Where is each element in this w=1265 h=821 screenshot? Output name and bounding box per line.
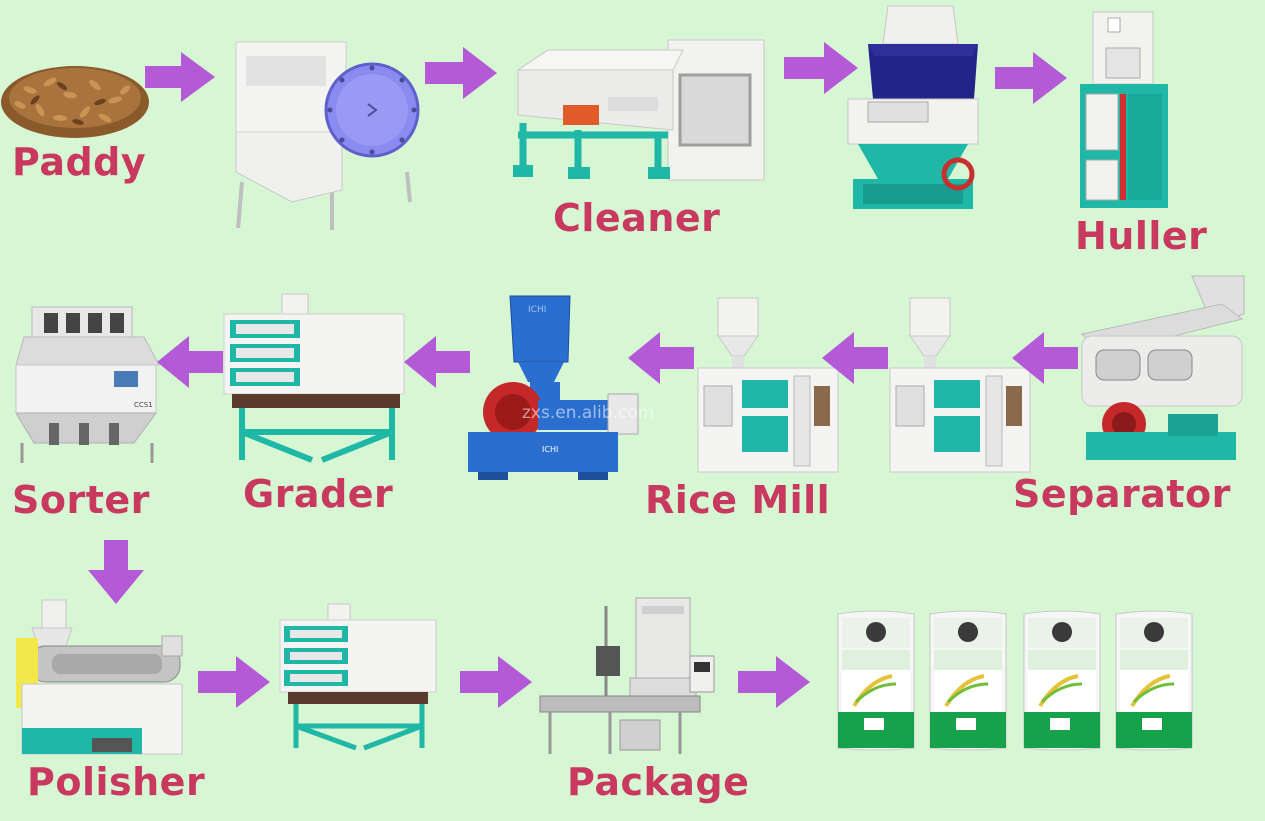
rice-bag-1 [834,610,918,752]
grader-machine [222,292,408,464]
label-huller: Huller [1075,214,1208,258]
label-sorter: Sorter [12,478,150,522]
length-grader-machine [278,602,438,752]
destoner-machine [838,4,988,214]
label-grader: Grader [243,472,394,516]
arrow-right-13 [738,656,810,708]
polisher-machine [12,598,192,758]
label-separator: Separator [1013,472,1231,516]
label-paddy: Paddy [12,140,147,184]
pre-cleaner-drum-machine [232,32,422,232]
arrow-right-3 [784,42,858,94]
arrow-right-4 [995,52,1067,104]
arrow-right-12 [460,656,532,708]
color-sorter-machine: CCS1 [14,305,164,465]
arrow-left-9 [1012,332,1078,384]
rubber-roll-huller-machine: ICHI ICHI zxs.en.alib.com [458,292,654,482]
whitener-machine-1 [696,296,846,476]
paddy-separator-machine [1072,274,1252,464]
watermark-text: zxs.en.alib.com [522,403,654,423]
packing-machine [530,596,726,760]
arrow-right-11 [198,656,270,708]
label-package: Package [567,760,750,804]
arrow-right-2 [425,47,497,99]
label-polisher: Polisher [27,760,206,804]
rice-bag-4 [1112,610,1196,752]
arrow-left-5 [157,336,223,388]
paddy-grain-pile [0,60,150,140]
vibrating-cleaner-machine [508,35,770,181]
arrow-down-10 [88,540,144,604]
arrow-left-6 [404,336,470,388]
label-rice-mill: Rice Mill [645,478,831,522]
huller-brand-top: ICHI [528,305,546,315]
rice-bag-2 [926,610,1010,752]
label-cleaner: Cleaner [553,196,721,240]
arrow-left-7 [628,332,694,384]
rice-bag-3 [1020,610,1104,752]
sorter-tag: CCS1 [134,401,153,409]
whitener-machine-2 [888,296,1038,476]
arrow-right-1 [145,52,215,102]
huller-machine [1078,10,1178,210]
arrow-left-8 [822,332,888,384]
rice-mill-brand: ICHI [542,445,558,454]
